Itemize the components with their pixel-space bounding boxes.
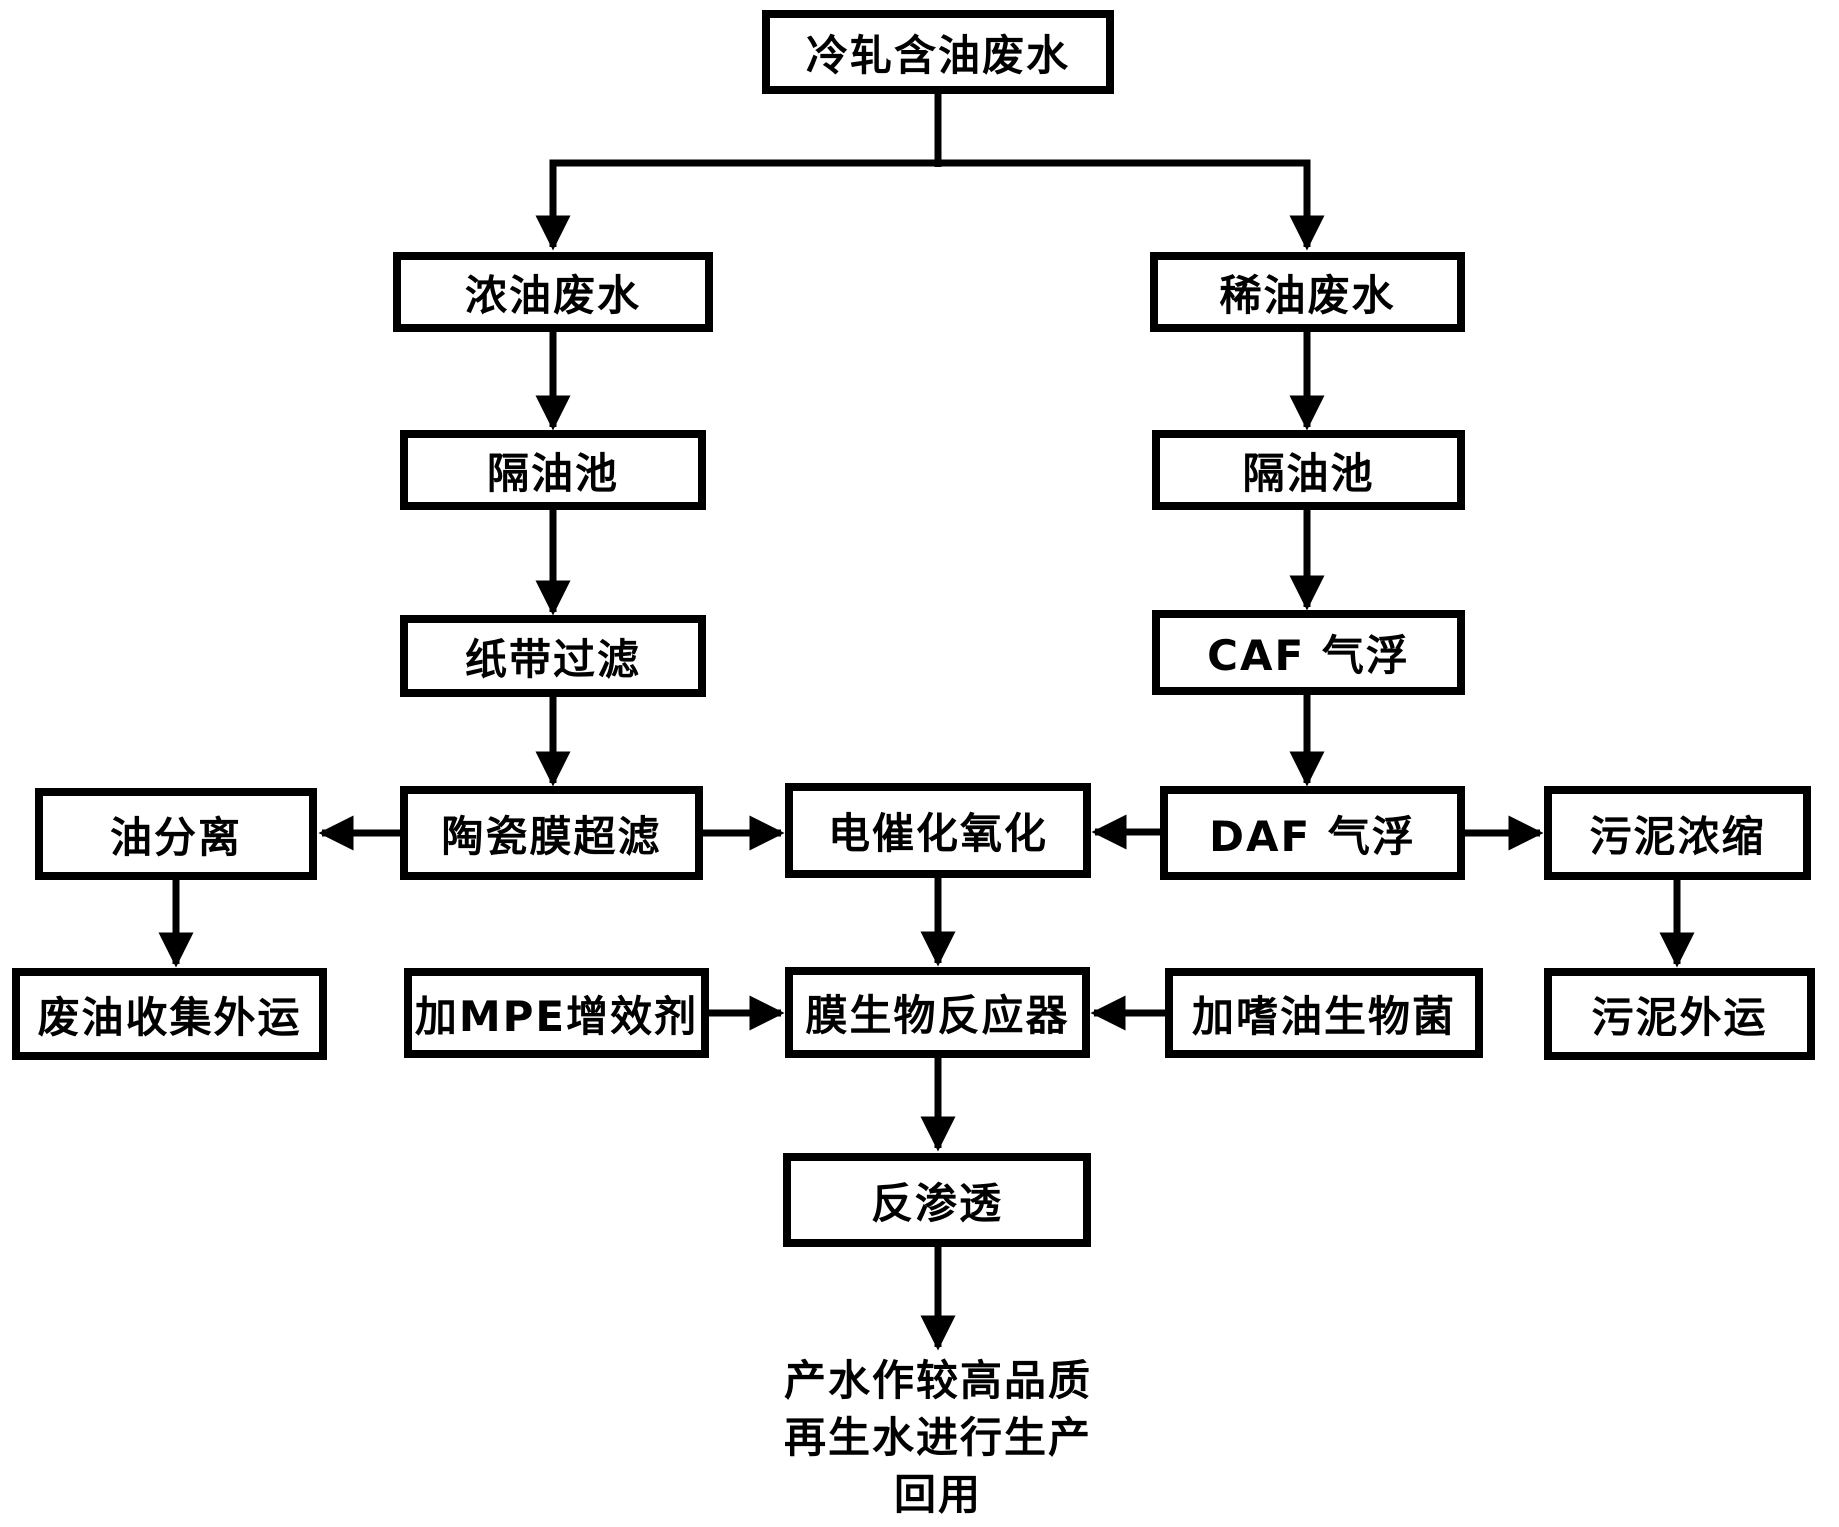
node-oil-trap-left: 隔油池 xyxy=(400,430,706,510)
node-sludge-transport: 污泥外运 xyxy=(1544,968,1815,1060)
node-reverse-osmosis: 反渗透 xyxy=(783,1153,1091,1247)
outcome-text: 产水作较高品质 再生水进行生产 回用 xyxy=(638,1352,1238,1523)
outcome-line-1: 产水作较高品质 xyxy=(783,1356,1092,1405)
node-source: 冷轧含油废水 xyxy=(762,10,1114,94)
node-sludge-thickening: 污泥浓缩 xyxy=(1544,786,1811,880)
node-concentrated-oil: 浓油废水 xyxy=(393,252,713,332)
outcome-line-3: 回用 xyxy=(893,1470,982,1519)
node-oil-trap-right: 隔油池 xyxy=(1152,430,1465,510)
node-ceramic-membrane-uf: 陶瓷膜超滤 xyxy=(400,786,703,880)
node-oil-separation: 油分离 xyxy=(35,788,317,880)
node-waste-oil-collection: 废油收集外运 xyxy=(12,968,327,1060)
node-mpe-enhancer: 加MPE增效剂 xyxy=(404,968,709,1058)
outcome-line-2: 再生水进行生产 xyxy=(783,1413,1092,1462)
node-electrocatalytic-oxidation: 电催化氧化 xyxy=(785,783,1091,878)
arrow-source-branch xyxy=(535,159,1325,251)
node-daf-flotation: DAF 气浮 xyxy=(1160,786,1465,880)
node-oil-bacteria: 加嗜油生物菌 xyxy=(1165,968,1483,1058)
node-dilute-oil: 稀油废水 xyxy=(1150,252,1465,332)
node-caf-flotation: CAF 气浮 xyxy=(1152,610,1465,695)
node-paper-belt-filter: 纸带过滤 xyxy=(400,615,706,697)
node-mbr: 膜生物反应器 xyxy=(785,967,1090,1058)
